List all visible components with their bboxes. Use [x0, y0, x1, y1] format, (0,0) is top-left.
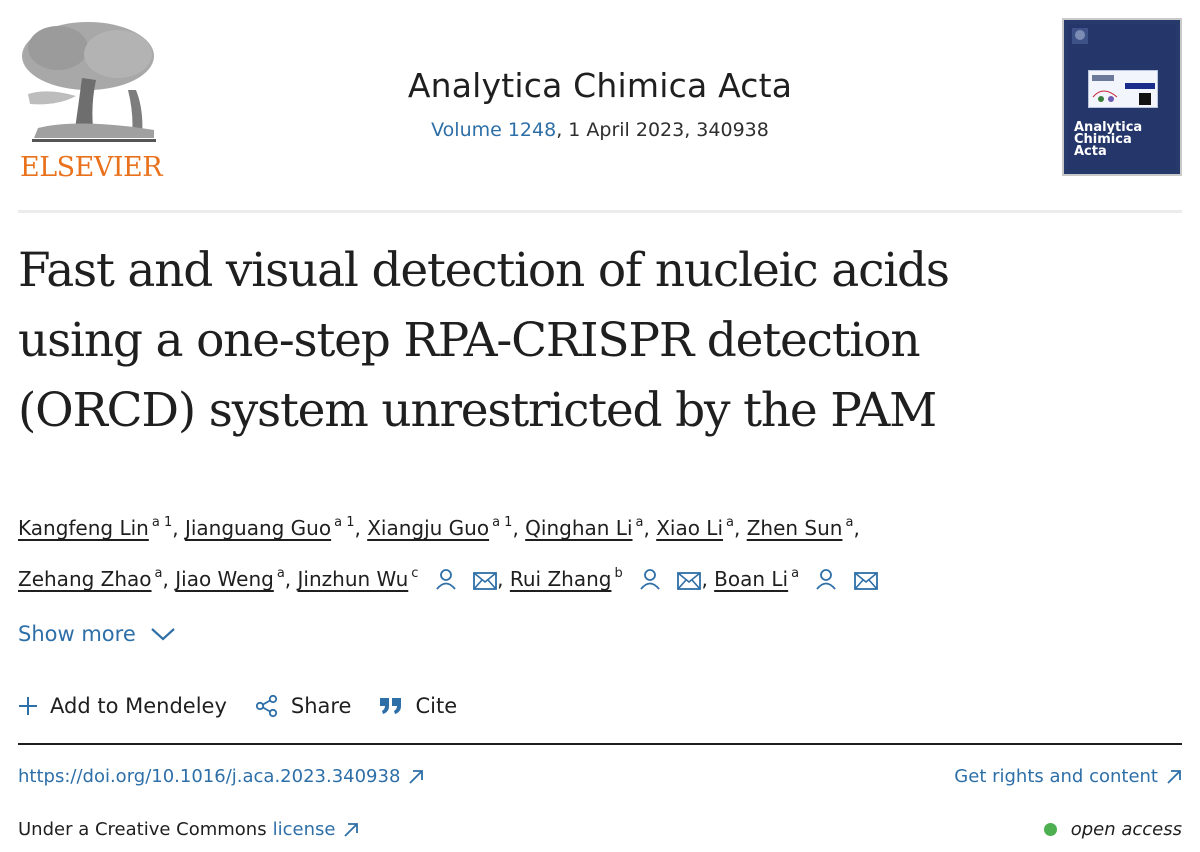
- author-link[interactable]: Boan Li: [714, 567, 789, 591]
- action-divider: [18, 743, 1182, 745]
- person-icon[interactable]: [639, 560, 661, 606]
- article-action-bar: Add to Mendeley Share Cite: [18, 694, 457, 718]
- journal-info: Analytica Chimica Acta Volume 1248, 1 Ap…: [18, 66, 1182, 141]
- email-icon[interactable]: [853, 560, 878, 606]
- doi-text: https://doi.org/10.1016/j.aca.2023.34093…: [18, 766, 401, 787]
- author-link[interactable]: Qinghan Li: [525, 516, 633, 540]
- issue-details: , 1 April 2023, 340938: [556, 119, 769, 141]
- affiliation-marker[interactable]: a 1: [151, 515, 173, 530]
- person-icon[interactable]: [435, 560, 457, 606]
- get-rights-label: Get rights and content: [954, 766, 1158, 787]
- external-link-arrow-icon: [409, 769, 424, 784]
- chevron-down-icon: [151, 628, 175, 641]
- license-prefix: Under a Creative Commons: [18, 819, 267, 840]
- author-link[interactable]: Rui Zhang: [509, 567, 612, 591]
- person-icon[interactable]: [815, 560, 837, 606]
- author-link[interactable]: Zehang Zhao: [18, 567, 152, 591]
- affiliation-marker[interactable]: a: [635, 515, 644, 530]
- journal-issue-info: Volume 1248, 1 April 2023, 340938: [18, 119, 1182, 141]
- elsevier-logo[interactable]: ELSEVIER: [18, 18, 163, 183]
- author-link[interactable]: Jinzhun Wu: [297, 567, 409, 591]
- elsevier-wordmark: ELSEVIER: [20, 152, 163, 183]
- header-divider: [18, 210, 1182, 213]
- doi-link[interactable]: https://doi.org/10.1016/j.aca.2023.34093…: [18, 766, 424, 787]
- quote-icon: [380, 698, 402, 714]
- affiliation-marker[interactable]: a: [791, 566, 800, 581]
- affiliation-marker[interactable]: a: [154, 566, 163, 581]
- email-icon[interactable]: [677, 560, 702, 606]
- tree-emblem-icon: [18, 18, 160, 146]
- affiliation-marker[interactable]: a: [726, 515, 734, 530]
- author-link[interactable]: Zhen Sun: [746, 516, 843, 540]
- author-link[interactable]: Xiao Li: [656, 516, 724, 540]
- affiliation-marker[interactable]: a: [276, 566, 285, 581]
- cover-title: Analytica Chimica Acta: [1074, 120, 1143, 159]
- volume-link[interactable]: Volume 1248: [431, 119, 557, 141]
- show-more-label: Show more: [18, 622, 136, 646]
- cover-figure-icon: [1092, 75, 1155, 105]
- open-access-label: open access: [1070, 819, 1182, 840]
- affiliation-marker[interactable]: a 1: [334, 515, 355, 530]
- cover-background: Analytica Chimica Acta: [1068, 24, 1176, 170]
- cite-button[interactable]: Cite: [379, 694, 457, 718]
- cite-label: Cite: [415, 694, 458, 718]
- author-link[interactable]: Xiangju Guo: [367, 516, 490, 540]
- publication-header: ELSEVIER Analytica Chimica Acta Volume 1…: [18, 18, 1182, 198]
- license-statement: Under a Creative Commons license: [18, 819, 359, 840]
- cover-graphical-abstract: [1088, 70, 1158, 108]
- plus-icon: [19, 697, 37, 715]
- journal-title[interactable]: Analytica Chimica Acta: [407, 66, 793, 105]
- get-rights-link[interactable]: Get rights and content: [954, 766, 1182, 787]
- author-link[interactable]: Kangfeng Lin: [18, 516, 149, 540]
- external-link-arrow-icon: [1167, 769, 1181, 784]
- journal-cover-image[interactable]: Analytica Chimica Acta: [1062, 18, 1182, 176]
- share-button[interactable]: Share: [255, 694, 352, 718]
- author-link[interactable]: Jianguang Guo: [184, 516, 332, 540]
- email-icon[interactable]: [473, 560, 498, 606]
- author-link[interactable]: Jiao Weng: [175, 567, 274, 591]
- affiliation-marker[interactable]: a 1: [492, 515, 513, 530]
- open-access-dot-icon: [1043, 823, 1057, 836]
- add-to-mendeley-button[interactable]: Add to Mendeley: [18, 694, 227, 718]
- license-link[interactable]: license: [273, 819, 360, 840]
- share-icon: [255, 694, 277, 718]
- affiliation-marker[interactable]: b: [614, 566, 623, 581]
- affiliation-marker[interactable]: c: [411, 566, 419, 581]
- external-link-arrow-icon: [344, 822, 359, 837]
- affiliation-marker[interactable]: a: [845, 515, 854, 530]
- article-title: Fast and visual detection of nucleic aci…: [18, 243, 950, 438]
- share-label: Share: [290, 694, 352, 718]
- show-more-button[interactable]: Show more: [18, 622, 176, 646]
- open-access-badge: open access: [1043, 819, 1182, 840]
- cover-elsevier-mark-icon: [1072, 28, 1088, 44]
- add-to-mendeley-label: Add to Mendeley: [50, 694, 227, 718]
